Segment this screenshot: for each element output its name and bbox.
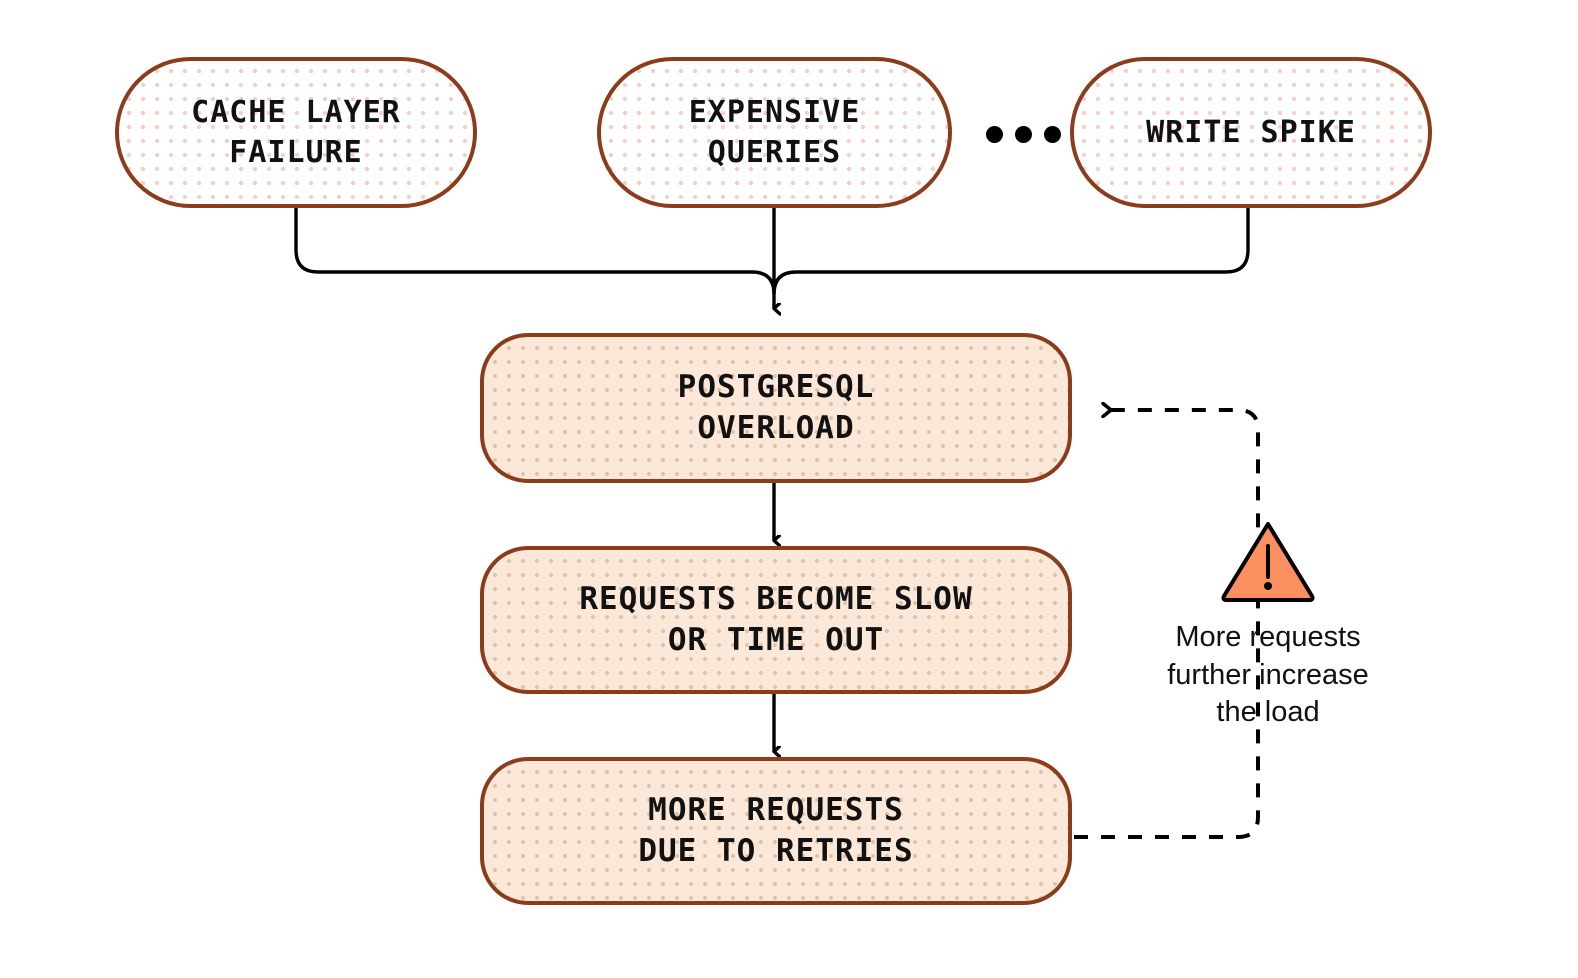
node-requests-become-slow[interactable]: REQUESTS BECOME SLOW OR TIME OUT — [480, 546, 1072, 694]
node-write-spike[interactable]: WRITE SPIKE — [1070, 57, 1432, 208]
more-causes-ellipsis-icon — [986, 126, 1061, 143]
node-more-requests-due-to-retries[interactable]: MORE REQUESTS DUE TO RETRIES — [480, 757, 1072, 905]
node-expensive-queries[interactable]: EXPENSIVE QUERIES — [597, 57, 952, 208]
feedback-annotation: More requests further increase the load — [1118, 519, 1418, 732]
node-postgresql-overload[interactable]: POSTGRESQL OVERLOAD — [480, 333, 1072, 483]
node-cache-layer-failure[interactable]: CACHE LAYER FAILURE — [115, 57, 477, 208]
feedback-caption: More requests further increase the load — [1167, 621, 1369, 729]
merge-connector — [294, 208, 1250, 295]
warning-triangle-icon — [1221, 522, 1315, 602]
